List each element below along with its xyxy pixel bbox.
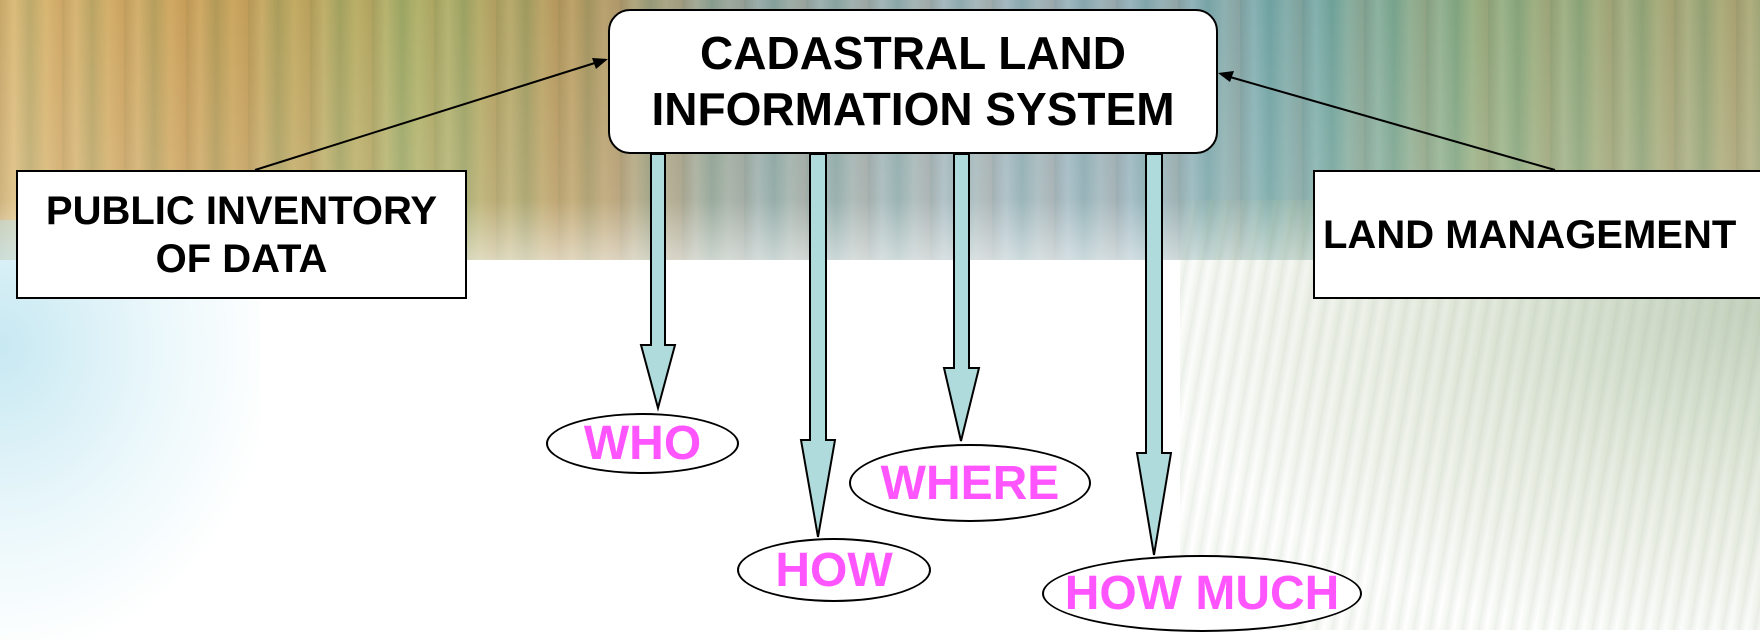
arrowhead-land-management — [1218, 71, 1234, 82]
main-box-line-1: CADASTRAL LAND — [700, 27, 1126, 80]
connector-public-inventory — [254, 61, 599, 171]
cadastral-land-information-system-box: CADASTRAL LAND INFORMATION SYSTEM — [608, 9, 1218, 154]
how-much-oval: HOW MUCH — [1042, 555, 1362, 632]
right-box-label: LAND MANAGEMENT — [1323, 212, 1737, 257]
public-inventory-box: PUBLIC INVENTORY OF DATA — [16, 170, 467, 299]
how-label: HOW — [775, 543, 893, 597]
who-oval: WHO — [546, 413, 739, 474]
where-oval: WHERE — [849, 444, 1091, 522]
arrow-to-how-much — [1135, 153, 1173, 556]
main-box-line-2: INFORMATION SYSTEM — [651, 82, 1175, 135]
arrow-to-how — [799, 153, 837, 538]
how-much-label: HOW MUCH — [1064, 567, 1340, 620]
connector-land-management — [1229, 76, 1556, 171]
arrowhead-public-inventory — [592, 58, 608, 69]
where-label: WHERE — [880, 456, 1060, 510]
left-box-line-1: PUBLIC INVENTORY — [45, 188, 438, 233]
arrow-to-who — [639, 153, 677, 412]
land-management-box: LAND MANAGEMENT — [1313, 170, 1760, 299]
how-oval: HOW — [737, 538, 931, 602]
who-label: WHO — [583, 417, 702, 470]
arrow-to-where — [942, 153, 981, 442]
left-box-line-2: OF DATA — [155, 236, 328, 281]
